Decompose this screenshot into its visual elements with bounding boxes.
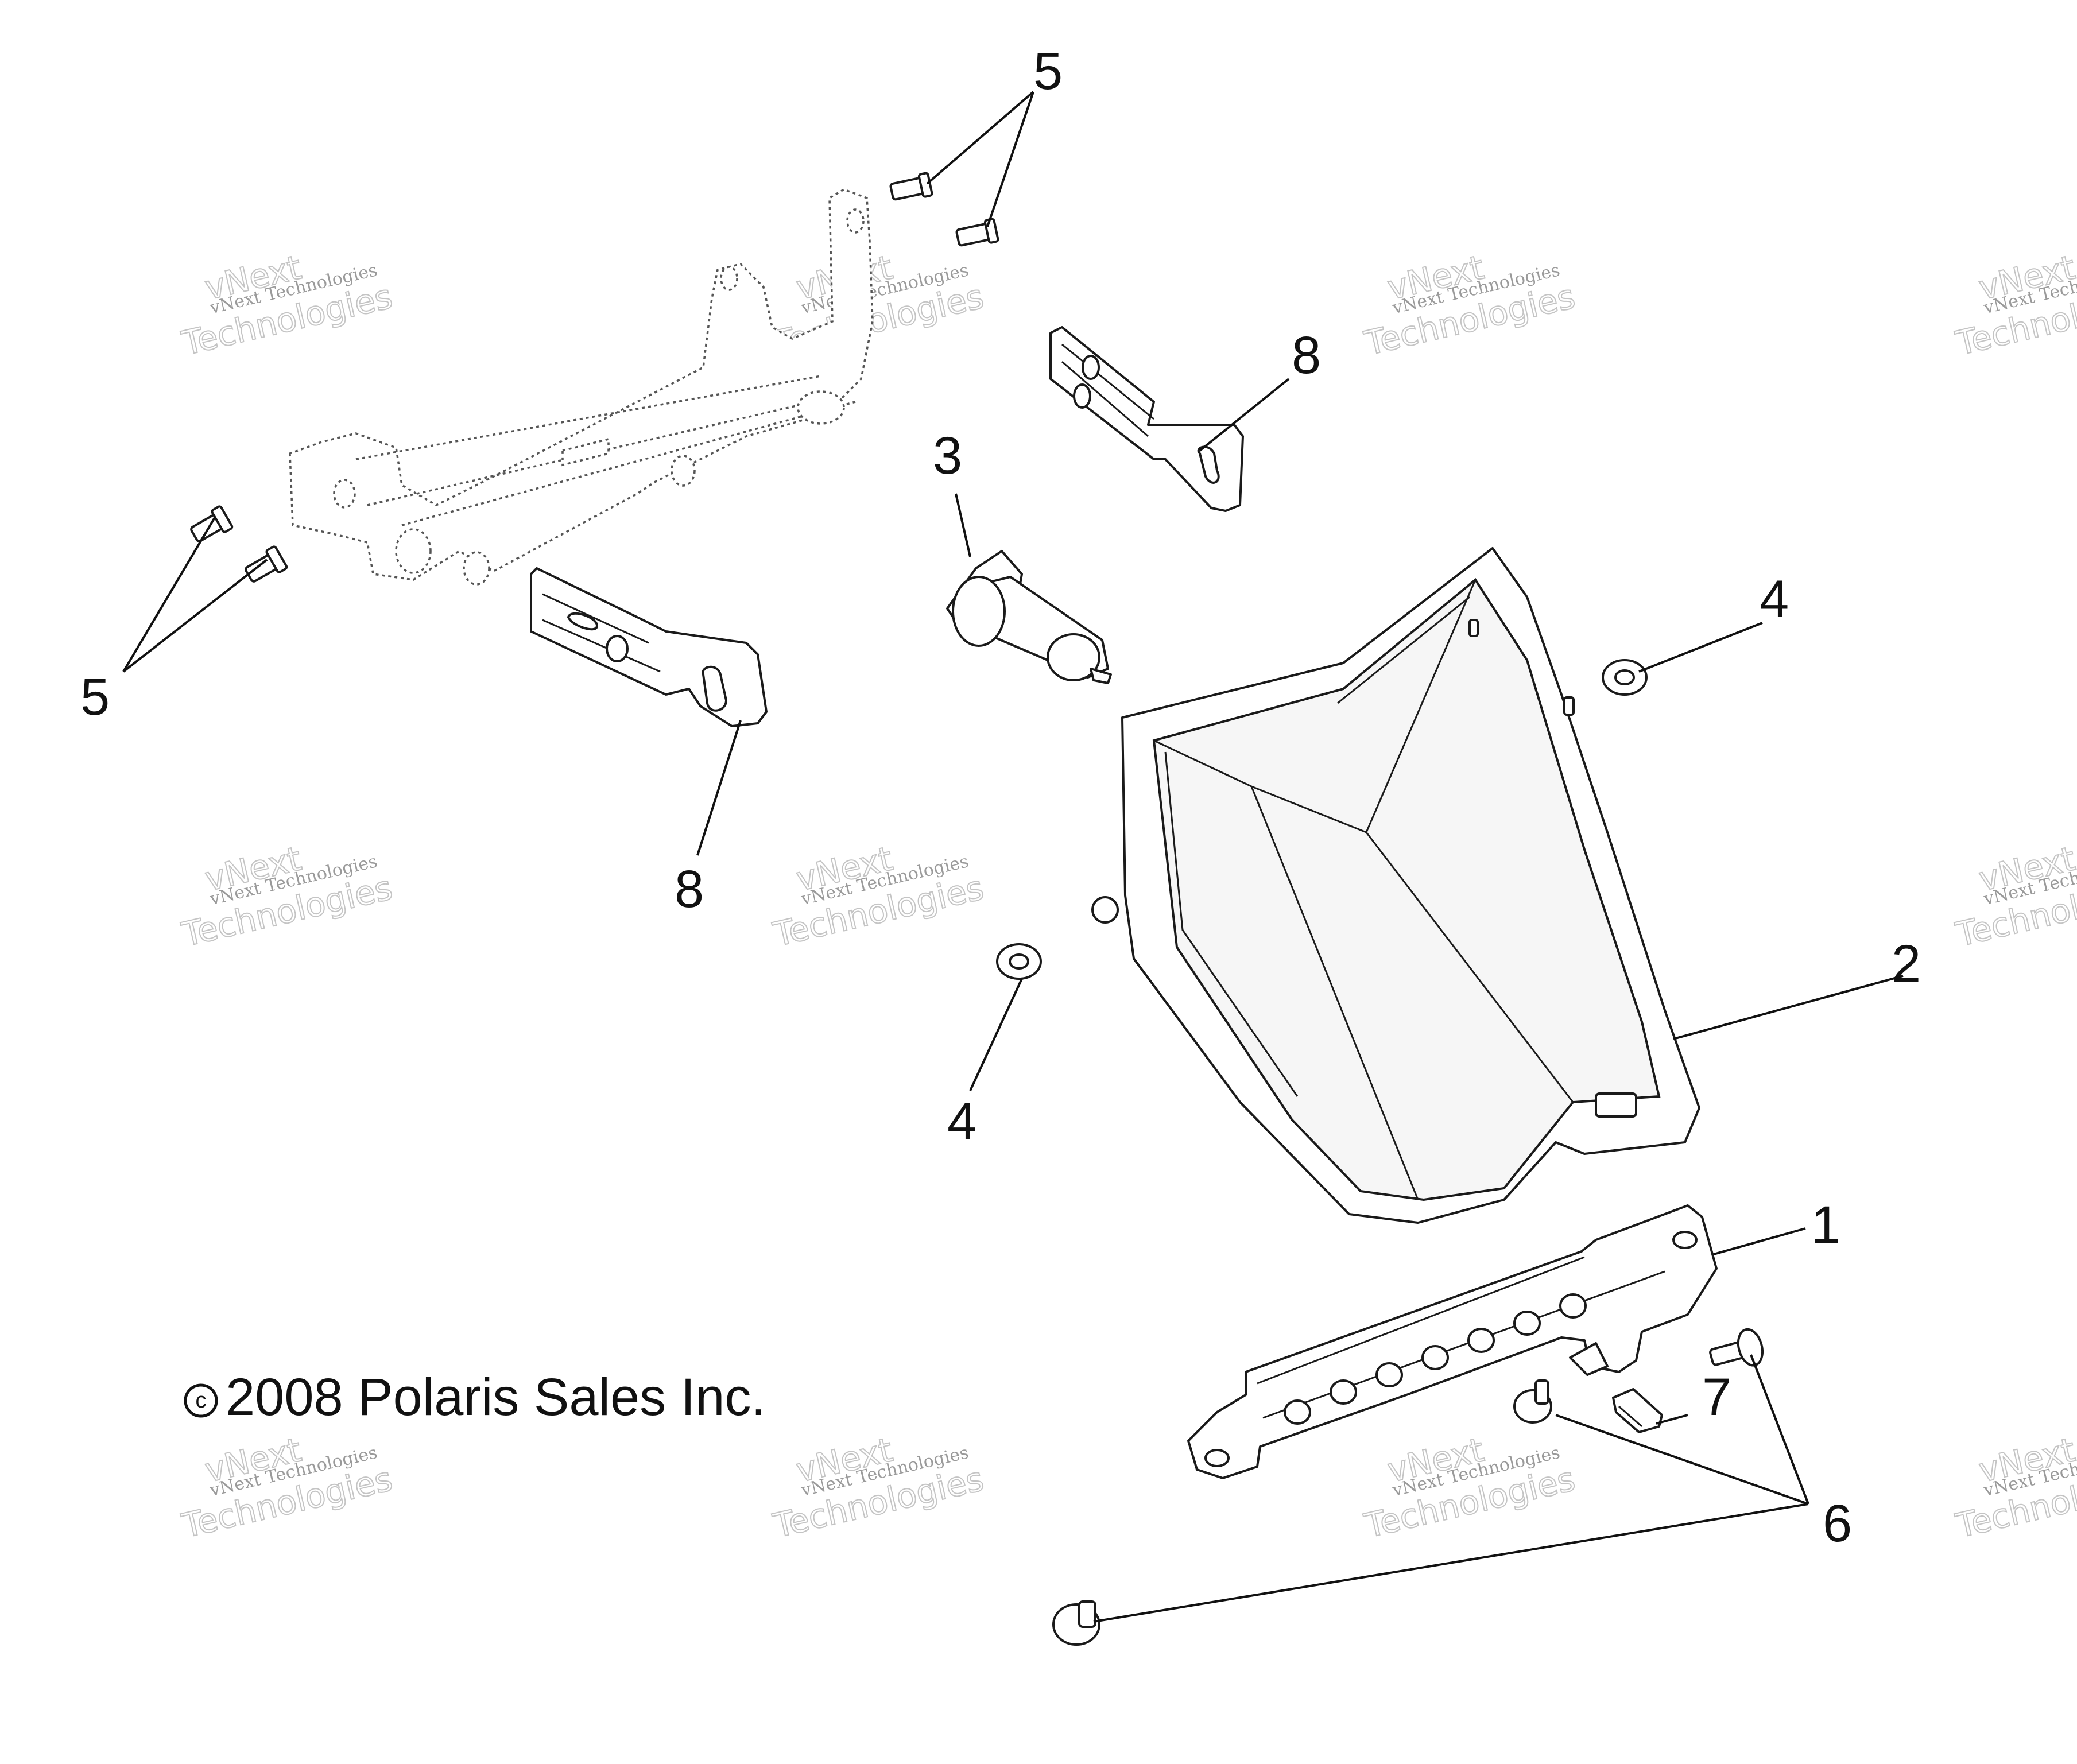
headlight-bracket-8-upper bbox=[1049, 326, 1244, 512]
copyright-notice: c 2008 Polaris Sales Inc. bbox=[184, 1368, 766, 1426]
watermark-1: vNext vNext Technologies Technologies bbox=[177, 247, 396, 363]
watermark-12: vNext vNext Technologies Technologies bbox=[1951, 1429, 2077, 1546]
rivet-6-center bbox=[1513, 1379, 1552, 1424]
watermark-10: vNext vNext Technologies Technologies bbox=[769, 1429, 987, 1546]
headlight-bulb-3 bbox=[946, 550, 1112, 684]
clip-7 bbox=[1612, 1388, 1663, 1433]
bolt-5-left-lower bbox=[245, 545, 288, 583]
bolt-5-top-right bbox=[955, 218, 999, 247]
callout-5-top: 5 bbox=[1033, 42, 1063, 100]
watermark-3: vNext vNext Technologies Technologies bbox=[1360, 247, 1579, 363]
mounting-plate-1 bbox=[1187, 1204, 1718, 1479]
copyright-symbol-ring bbox=[184, 1383, 218, 1418]
watermark-6: vNext vNext Technologies Technologies bbox=[769, 838, 987, 955]
callout-3: 3 bbox=[933, 427, 962, 485]
rivet-6-bottom bbox=[1052, 1600, 1100, 1646]
callout-1: 1 bbox=[1811, 1196, 1840, 1254]
headlight-assembly-2 bbox=[1091, 547, 1700, 1224]
callout-6: 6 bbox=[1823, 1494, 1852, 1553]
callout-5-left: 5 bbox=[80, 668, 110, 726]
mounting-bracket-ghost bbox=[289, 188, 874, 586]
callout-7: 7 bbox=[1702, 1368, 1731, 1426]
copyright-text: 2008 Polaris Sales Inc. bbox=[226, 1368, 766, 1426]
callout-8-lower: 8 bbox=[675, 860, 704, 918]
callout-4-left: 4 bbox=[947, 1092, 976, 1151]
copyright-symbol: c bbox=[196, 1389, 207, 1413]
leader-lines bbox=[122, 91, 1904, 1623]
headlight-bracket-8-lower bbox=[530, 567, 768, 727]
watermark-8: vNext vNext Technologies Technologies bbox=[1951, 838, 2077, 955]
callout-8-upper: 8 bbox=[1292, 326, 1321, 385]
rivet-6-right bbox=[1709, 1328, 1764, 1367]
watermark-11: vNext vNext Technologies Technologies bbox=[1360, 1429, 1579, 1546]
watermark-5: vNext vNext Technologies Technologies bbox=[177, 838, 396, 955]
watermark-9: vNext vNext Technologies Technologies bbox=[177, 1429, 396, 1546]
grommet-4-right bbox=[1602, 659, 1648, 696]
watermark-4: vNext vNext Technologies Technologies bbox=[1951, 247, 2077, 363]
callouts: 5 5 8 8 3 4 4 2 1 7 6 bbox=[80, 42, 1921, 1553]
grommet-4-left bbox=[996, 943, 1042, 980]
callout-2: 2 bbox=[1892, 935, 1921, 993]
bolt-5-top-left bbox=[889, 172, 933, 201]
callout-4-right: 4 bbox=[1760, 570, 1789, 629]
